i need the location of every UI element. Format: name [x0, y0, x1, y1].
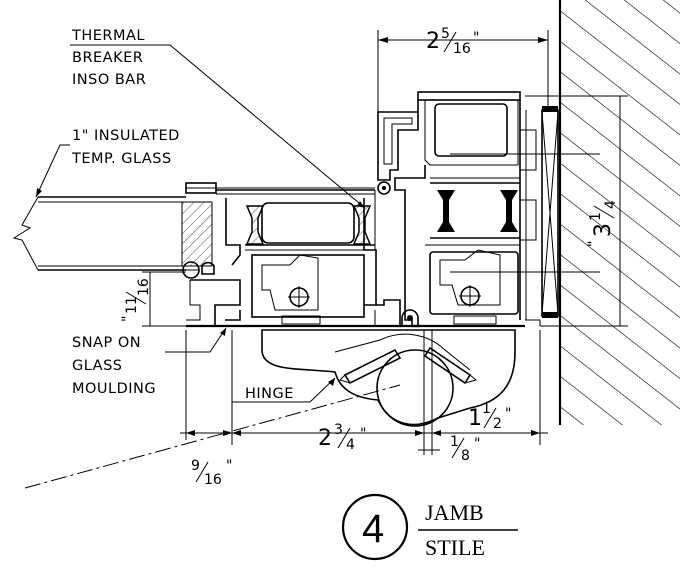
dim-inch-mark: " — [474, 436, 480, 452]
dim-denominator: 8 — [461, 448, 470, 464]
dim-bottom-left: 9 16 " — [191, 458, 232, 488]
dim-numerator: 1 — [482, 401, 491, 417]
insulated-glass-label-line: 1" INSULATED — [72, 128, 180, 144]
dim-numerator: 1 — [450, 434, 459, 450]
detail-title: 4 JAMB STILE — [341, 493, 518, 561]
dim-inch-mark: " — [226, 458, 232, 474]
dim-numerator: 1 — [588, 212, 604, 221]
snap-on-label-line: SNAP ON — [72, 335, 141, 351]
thermal-breaker-left — [245, 205, 372, 245]
dim-whole: 2 — [426, 29, 440, 54]
dim-denominator: 16 — [136, 278, 152, 296]
dim-whole: 2 — [318, 426, 332, 451]
snap-on-label-line: GLASS — [72, 358, 122, 374]
insulated-glass-unit — [12, 196, 213, 271]
title-bottom: STILE — [425, 535, 485, 560]
dimension-lines — [142, 30, 628, 455]
dim-denominator: 16 — [204, 472, 222, 488]
dim-numerator: 3 — [334, 422, 343, 438]
dim-inch-mark: " — [473, 30, 479, 46]
door-stile-frame — [182, 182, 420, 328]
thermal-breaker-label-line: INSO BAR — [72, 72, 146, 88]
snap-on-moulding-label: SNAP ON GLASS MOULDING — [72, 335, 156, 397]
dim-right-height: 3 1 4 " — [586, 200, 619, 247]
insulated-glass-label: 1" INSULATED TEMP. GLASS — [71, 128, 180, 167]
title-top: JAMB — [425, 500, 484, 525]
snap-on-label-line: MOULDING — [72, 381, 156, 397]
thermal-breaker-label-line: BREAKER — [72, 50, 143, 66]
dim-bottom-mid: 2 3 4 " — [318, 422, 366, 453]
dim-inch-mark: " — [586, 241, 602, 247]
dim-denominator: 2 — [493, 416, 502, 432]
dim-inch-mark: " — [505, 406, 511, 422]
hinge — [261, 329, 516, 427]
thermal-breaker-label: THERMAL BREAKER INSO BAR — [71, 28, 146, 88]
gaskets — [377, 181, 419, 326]
dim-inch-mark: " — [360, 426, 366, 442]
dim-inch-mark: " — [120, 316, 136, 322]
jamb-frame — [377, 91, 559, 328]
dim-top-width: 2 5 16 " — [426, 26, 479, 57]
dim-numerator: 11 — [124, 296, 140, 314]
dim-numerator: 5 — [441, 26, 450, 42]
thermal-breaker-right — [437, 190, 518, 232]
insulated-glass-label-line: TEMP. GLASS — [71, 151, 172, 167]
dim-denominator: 16 — [453, 41, 471, 57]
dim-whole: 3 — [591, 223, 616, 237]
leader-lines — [35, 44, 366, 403]
dim-denominator: 4 — [603, 200, 619, 209]
thermal-breaker-label-line: THERMAL — [71, 28, 145, 44]
detail-number-circle — [341, 493, 409, 561]
dim-whole: 1 — [468, 406, 482, 431]
dim-bottom-right: 1 1 2 " — [468, 401, 511, 432]
hinge-label: HINGE — [245, 386, 294, 402]
detail-number: 4 — [362, 507, 384, 551]
swing-centerline — [24, 384, 401, 489]
dim-bottom-small: 1 8 " — [450, 434, 480, 464]
dim-numerator: 9 — [191, 458, 200, 474]
dim-denominator: 4 — [346, 437, 355, 453]
dim-left-height: 11 16 " — [120, 278, 152, 322]
